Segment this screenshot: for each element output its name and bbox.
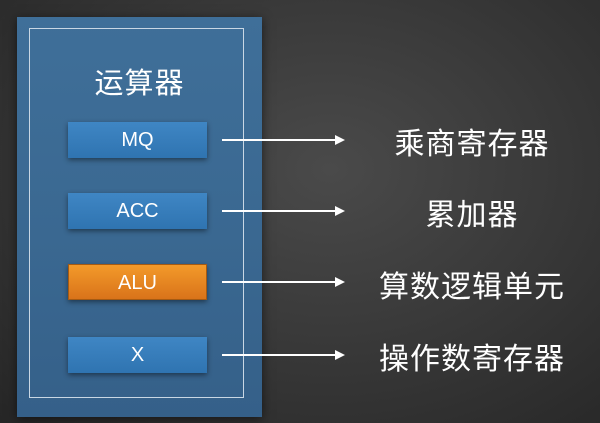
panel-title: 运算器 [94, 66, 185, 100]
label-mq-description: 乘商寄存器 [394, 127, 550, 162]
register-acc: ACC [68, 193, 207, 229]
label-alu-description: 算数逻辑单元 [379, 270, 565, 305]
label-x-description: 操作数寄存器 [379, 342, 565, 377]
register-mq: MQ [68, 122, 207, 158]
label-acc-description: 累加器 [425, 198, 519, 233]
panel-inner-border [29, 28, 244, 398]
register-x: X [68, 337, 207, 373]
arithmetic-unit-panel: 运算器 MQ ACC ALU X [17, 17, 262, 417]
register-alu: ALU [68, 264, 207, 300]
